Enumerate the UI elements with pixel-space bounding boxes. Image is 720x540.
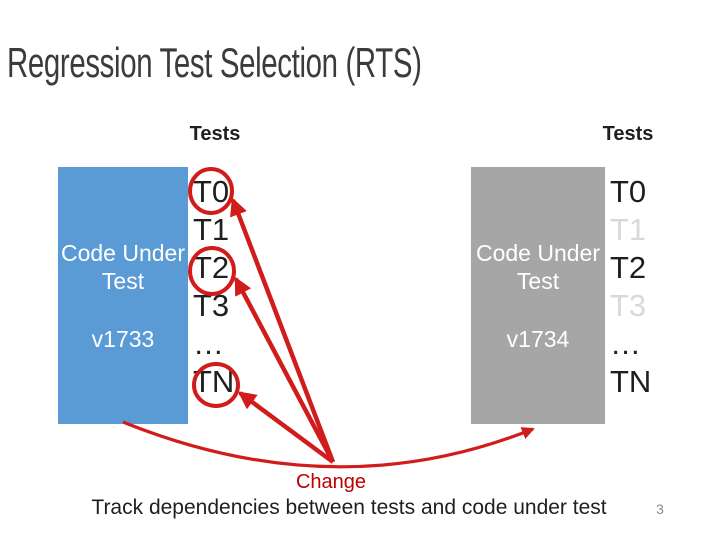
page-number: 3 xyxy=(656,501,664,517)
test-item-right-t1: T1 xyxy=(610,212,647,247)
slide-title: Regression Test Selection (RTS) xyxy=(7,39,422,86)
test-list-right: T0 T1 T2 T3 … TN xyxy=(610,173,651,401)
dependency-arrow-change-to-tn xyxy=(237,391,335,464)
test-item-left-t3: T3 xyxy=(193,288,230,323)
box-label-left: Code Under Test xyxy=(60,240,186,294)
version-label-v1733: v1733 xyxy=(91,326,155,352)
change-label: Change xyxy=(295,471,367,493)
code-under-test-box-v1733: Code Under Test v1733 xyxy=(58,167,188,424)
dependency-arrow-change-to-t2 xyxy=(234,276,335,464)
box-label-right: Code Under Test xyxy=(475,240,601,294)
test-item-right-tn: TN xyxy=(610,364,652,399)
test-item-right-ellipsis: … xyxy=(610,326,641,361)
test-item-left-tn: TN xyxy=(193,364,235,399)
test-item-left-t1: T1 xyxy=(193,212,230,247)
tests-header-left: Tests xyxy=(189,123,241,145)
test-item-left-ellipsis: … xyxy=(193,326,224,361)
footer-caption: Track dependencies between tests and cod… xyxy=(91,496,607,519)
test-item-right-t2: T2 xyxy=(610,250,647,285)
test-list-left: T0 T1 T2 T3 … TN xyxy=(193,173,234,401)
tests-header-right: Tests xyxy=(602,123,654,145)
test-item-left-t0: T0 xyxy=(193,174,230,209)
test-item-right-t0: T0 xyxy=(610,174,647,209)
dependency-arrow-change-to-t0 xyxy=(230,197,336,463)
test-item-left-t2: T2 xyxy=(193,250,230,285)
test-item-right-t3: T3 xyxy=(610,288,647,323)
change-propagation-arc xyxy=(122,420,535,469)
version-label-v1734: v1734 xyxy=(506,326,570,352)
code-under-test-box-v1734: Code Under Test v1734 xyxy=(471,167,605,424)
